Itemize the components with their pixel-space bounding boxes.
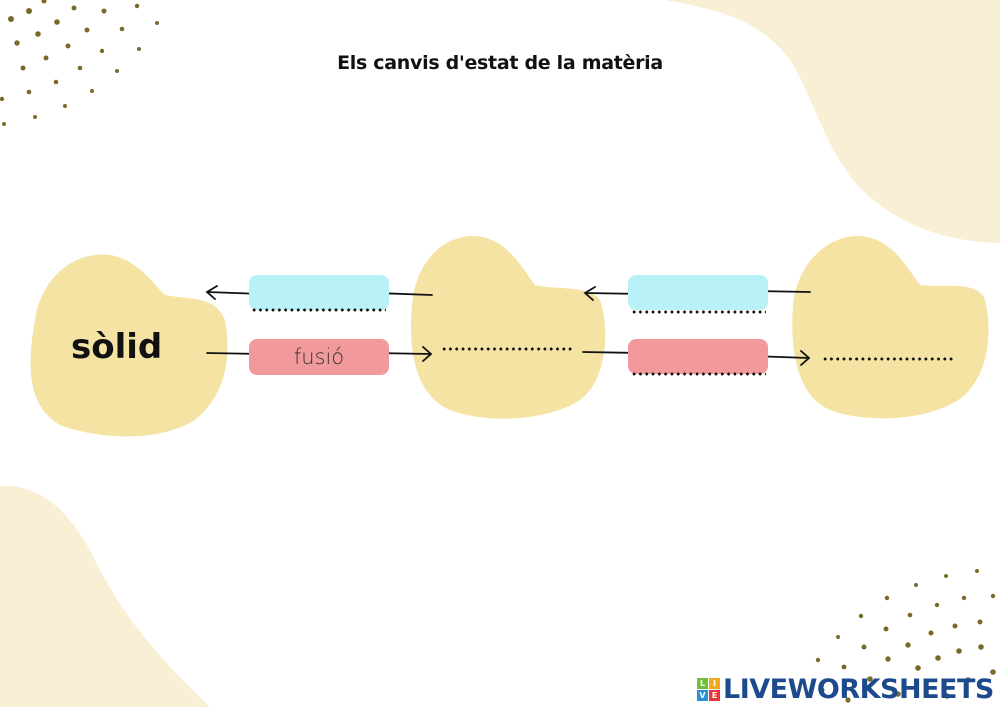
- state-blob-gas: [792, 235, 989, 419]
- answer-blank-state-liquid[interactable]: [441, 347, 574, 351]
- bottom-left-blob: [0, 485, 210, 707]
- transition-label: [628, 275, 768, 310]
- transition-box-forward-1: fusió: [249, 339, 389, 375]
- transition-box-backward-1: [249, 275, 389, 310]
- logo-text: LIVEWORKSHEETS: [723, 674, 994, 705]
- answer-blank-state-gas[interactable]: [822, 357, 955, 361]
- answer-blank-backward-1[interactable]: [251, 308, 386, 312]
- state-label-solid: sòlid: [71, 327, 163, 367]
- transition-box-backward-2: [628, 275, 768, 310]
- answer-blank-backward-2[interactable]: [631, 310, 766, 314]
- page-title: Els canvis d'estat de la matèria: [337, 52, 663, 74]
- answer-blank-forward-2[interactable]: [631, 372, 766, 376]
- liveworksheets-logo: L I V E LIVEWORKSHEETS: [697, 674, 994, 705]
- transition-label: [249, 275, 389, 310]
- transition-label-fusio: fusió: [293, 345, 345, 369]
- live-logo-icon: L I V E: [697, 678, 720, 701]
- bottom-right-dots: [815, 569, 996, 703]
- transition-box-forward-2: [628, 339, 768, 374]
- top-left-dots: [0, 0, 159, 126]
- top-right-blob: [665, 0, 1000, 243]
- transition-label: [628, 339, 768, 374]
- state-blob-solid: [30, 254, 228, 437]
- state-blob-liquid: [410, 235, 606, 419]
